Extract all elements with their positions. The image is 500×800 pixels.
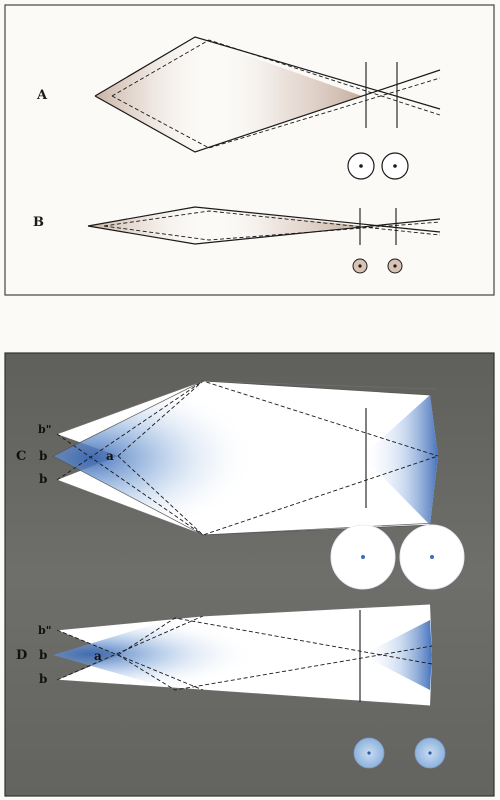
figure-a-spot-2-center xyxy=(393,164,397,168)
figure-d-spot-2-center xyxy=(428,751,432,755)
figure-d-cross-1 xyxy=(56,629,204,691)
figure-b-ray-upper xyxy=(87,206,441,233)
figure-b: B xyxy=(33,206,441,274)
top-panel-frame xyxy=(4,4,495,296)
figure-b-ray-lower xyxy=(87,218,441,245)
figure-c-cross-2 xyxy=(56,380,204,481)
figure-b-spot-2-center xyxy=(393,264,397,268)
figure-c-dashed-lower xyxy=(117,455,439,536)
figure-a: A xyxy=(36,36,441,180)
figure-d: b" D b b a xyxy=(16,603,446,769)
figure-d-label: D xyxy=(16,648,27,663)
figure-c-ray-inner-upper xyxy=(52,380,431,457)
figure-b-beam-fill xyxy=(88,207,362,244)
figure-a-spot-1-center xyxy=(359,164,363,168)
figure-c-cross-1 xyxy=(56,433,204,536)
figure-a-dashed-upper xyxy=(111,39,441,116)
figure-b-dashed-lower xyxy=(103,221,441,241)
figure-c-spot-2-center xyxy=(430,555,434,559)
figure-d-cross-2 xyxy=(56,615,204,681)
figure-c-label: C xyxy=(16,449,26,464)
figure-d-spot-1-center xyxy=(367,751,371,755)
figure-a-ray-upper xyxy=(94,36,441,110)
figure-c-spot-1-center xyxy=(361,555,365,559)
figure-a-ray-lower xyxy=(94,69,441,153)
figure-d-blue-right xyxy=(362,620,432,690)
figure-c-ray-label-a: a xyxy=(106,449,114,463)
figure-d-ray-label-b2: b" xyxy=(38,624,51,637)
figure-b-label: B xyxy=(33,215,44,230)
figure-b-spot-1-center xyxy=(358,264,362,268)
figure-d-dashed-upper xyxy=(117,617,433,665)
figure-c-blue-right xyxy=(362,395,438,525)
figure-c-ray-label-b-low: b xyxy=(39,472,47,486)
figure-b-dashed-upper xyxy=(103,210,441,236)
figure-a-label: A xyxy=(36,88,48,103)
figure-c-ray-label-b-mid: b xyxy=(39,449,47,463)
figure-d-ray-label-b-mid: b xyxy=(39,648,47,662)
figure-d-blue-left xyxy=(53,618,362,690)
figure-d-ray-label-a: a xyxy=(94,649,102,663)
figure-d-dashed-lower xyxy=(117,645,433,691)
figure-c-ray-label-b2: b" xyxy=(38,423,51,436)
figure-d-ray-label-b-low: b xyxy=(39,672,47,686)
figure-c: b" C b b a xyxy=(16,380,465,590)
figure-a-beam-fill xyxy=(95,37,362,152)
